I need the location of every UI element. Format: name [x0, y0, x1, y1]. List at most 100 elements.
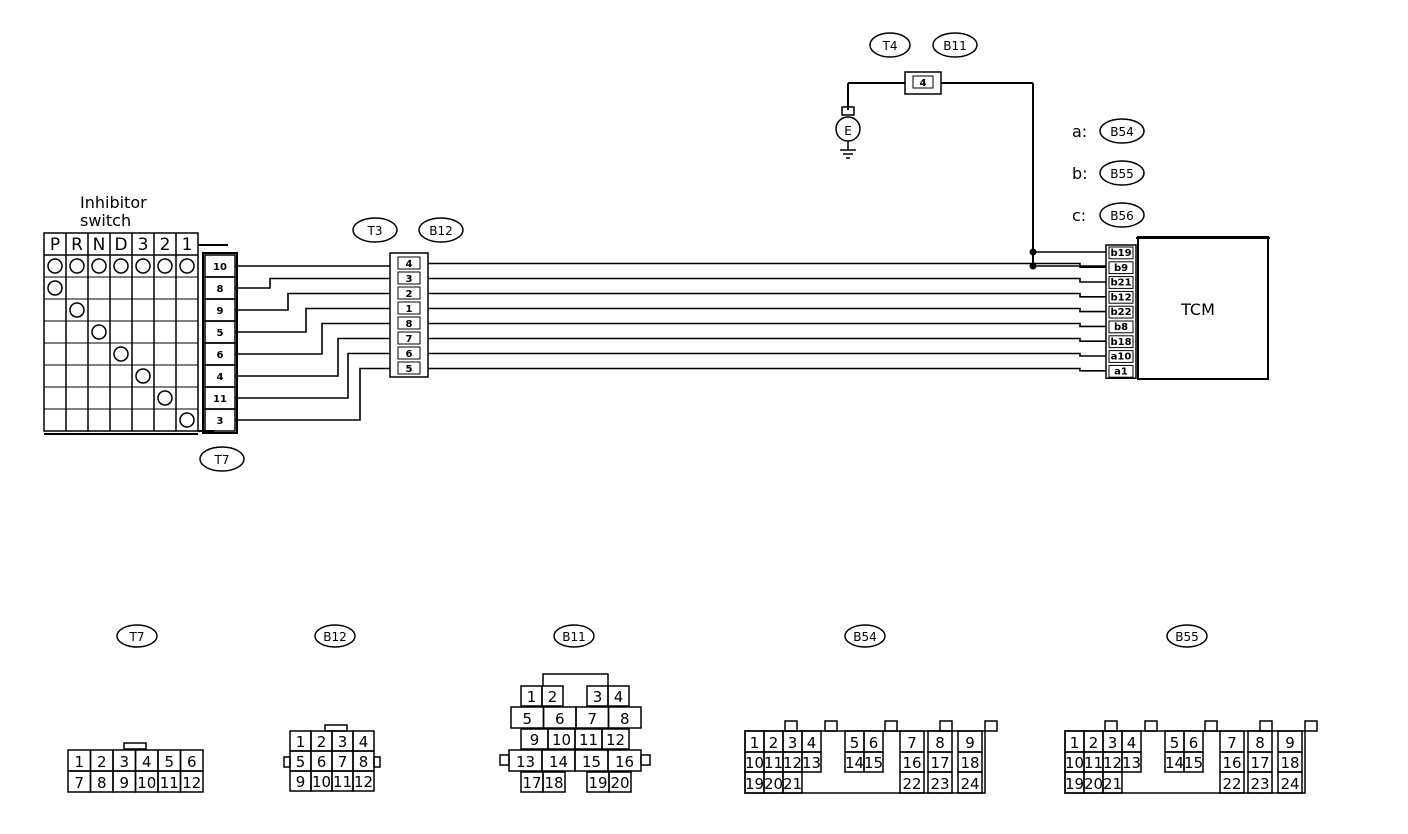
connector-pin-11: 11: [160, 774, 179, 792]
wire: [428, 322, 1106, 328]
pin-label-8: 8: [217, 284, 224, 295]
pin-label-11: 11: [213, 394, 227, 405]
connector-pin-12: 12: [354, 773, 373, 791]
wire: [235, 292, 390, 311]
pin-label-9: 9: [217, 306, 224, 317]
inhibitor-title-line2: switch: [80, 211, 131, 230]
position-label-R: R: [71, 235, 83, 255]
connector-pin-19: 19: [1065, 775, 1084, 793]
connector-pin-14: 14: [549, 753, 568, 771]
tcm-pin-label-b8: b8: [1114, 322, 1128, 333]
connector-pin-8: 8: [935, 734, 945, 752]
pin-label-6: 6: [217, 350, 224, 361]
wire: [428, 337, 1106, 342]
legend-b-prefix: b:: [1072, 164, 1088, 183]
ground-e-label: E: [844, 124, 852, 138]
connector-pin-14: 14: [1165, 754, 1184, 772]
joint-pin-label-3: 3: [406, 274, 413, 285]
joint-pin-label-1: 1: [406, 304, 413, 315]
connector-pin-2: 2: [548, 688, 558, 706]
connector-pin-8: 8: [97, 774, 107, 792]
connector-pin-15: 15: [582, 753, 601, 771]
connector-cell: [607, 685, 630, 707]
wire: [428, 352, 1106, 357]
tcm-pin-cell: [1108, 350, 1134, 363]
connector-pin-16: 16: [1222, 754, 1241, 772]
connector-pin-10: 10: [137, 774, 156, 792]
connector-pin-6: 6: [555, 710, 565, 728]
connector-pin-20: 20: [764, 775, 783, 793]
connector-pin-11: 11: [764, 754, 783, 772]
contact-circle: [135, 258, 151, 274]
tcm-pin-cell: [1108, 276, 1134, 289]
b12-tag: B12: [418, 217, 464, 243]
grid-frame: [43, 232, 199, 432]
b54-tag-label: B54: [1110, 125, 1134, 139]
connector-pin-2: 2: [97, 753, 107, 771]
connector-pin-10: 10: [312, 773, 331, 791]
connector-pin-3: 3: [119, 753, 129, 771]
connector-pin-9: 9: [296, 773, 306, 791]
connector-pin-17: 17: [522, 774, 541, 792]
contact-circle: [135, 368, 151, 384]
view-b54-tag: B54: [853, 630, 877, 644]
pin-label-5: 5: [217, 328, 224, 339]
view-t7-tag: T7: [129, 630, 145, 644]
tcm-label: TCM: [1180, 300, 1215, 319]
connector-latch: [1304, 720, 1318, 732]
t3-tag-label: T3: [367, 224, 383, 238]
connector-pin-12: 12: [1103, 754, 1122, 772]
b55-tag-label: B55: [1110, 167, 1134, 181]
connector-pin-3: 3: [1108, 734, 1118, 752]
contact-circle: [69, 302, 85, 318]
wire: [235, 307, 390, 333]
t3-tag: T3: [352, 217, 398, 243]
connector-pin-8: 8: [620, 710, 630, 728]
connector-pin-13: 13: [802, 754, 821, 772]
connector-pin-22: 22: [902, 775, 921, 793]
connector-pin-11: 11: [1084, 754, 1103, 772]
tcm-pin-cell: [1108, 364, 1134, 378]
connector-pin-19: 19: [588, 774, 607, 792]
ground-pin-label: 4: [920, 78, 927, 89]
connector-pin-1: 1: [750, 734, 760, 752]
connector-pin-5: 5: [522, 710, 532, 728]
wire: [428, 367, 1106, 372]
connector-pin-10: 10: [1065, 754, 1084, 772]
connector-pin-6: 6: [1189, 734, 1199, 752]
connector-cell: [863, 751, 884, 773]
position-label-N: N: [93, 235, 106, 255]
position-label-3: 3: [138, 235, 149, 255]
joint-pin-label-2: 2: [406, 289, 413, 300]
wire: [235, 352, 390, 399]
contact-circle: [113, 346, 129, 362]
contact-circle: [91, 324, 107, 340]
ground-connector: 4: [904, 71, 942, 95]
connector-pin-9: 9: [119, 774, 129, 792]
connector-pin-16: 16: [615, 753, 634, 771]
wire-harness: [235, 237, 1270, 421]
connector-cell: [1102, 771, 1123, 794]
connector-pin-4: 4: [1127, 734, 1137, 752]
connector-pin-12: 12: [783, 754, 802, 772]
wire: [428, 262, 1106, 268]
view-b55-tag: B55: [1175, 630, 1199, 644]
connector-latch: [824, 720, 838, 732]
joint-pin-label-4: 4: [406, 259, 413, 270]
connector-pin-5: 5: [296, 753, 306, 771]
joint-pin-cell: [397, 256, 421, 270]
tcm-module: TCM: [1137, 236, 1269, 380]
joint-pin-cell: [397, 361, 421, 375]
connector-pin-3: 3: [593, 688, 603, 706]
connector-pin-23: 23: [930, 775, 949, 793]
wire: [235, 337, 390, 377]
wire: [235, 322, 390, 355]
joint-frame: [389, 252, 429, 378]
position-label-1: 1: [182, 235, 193, 255]
